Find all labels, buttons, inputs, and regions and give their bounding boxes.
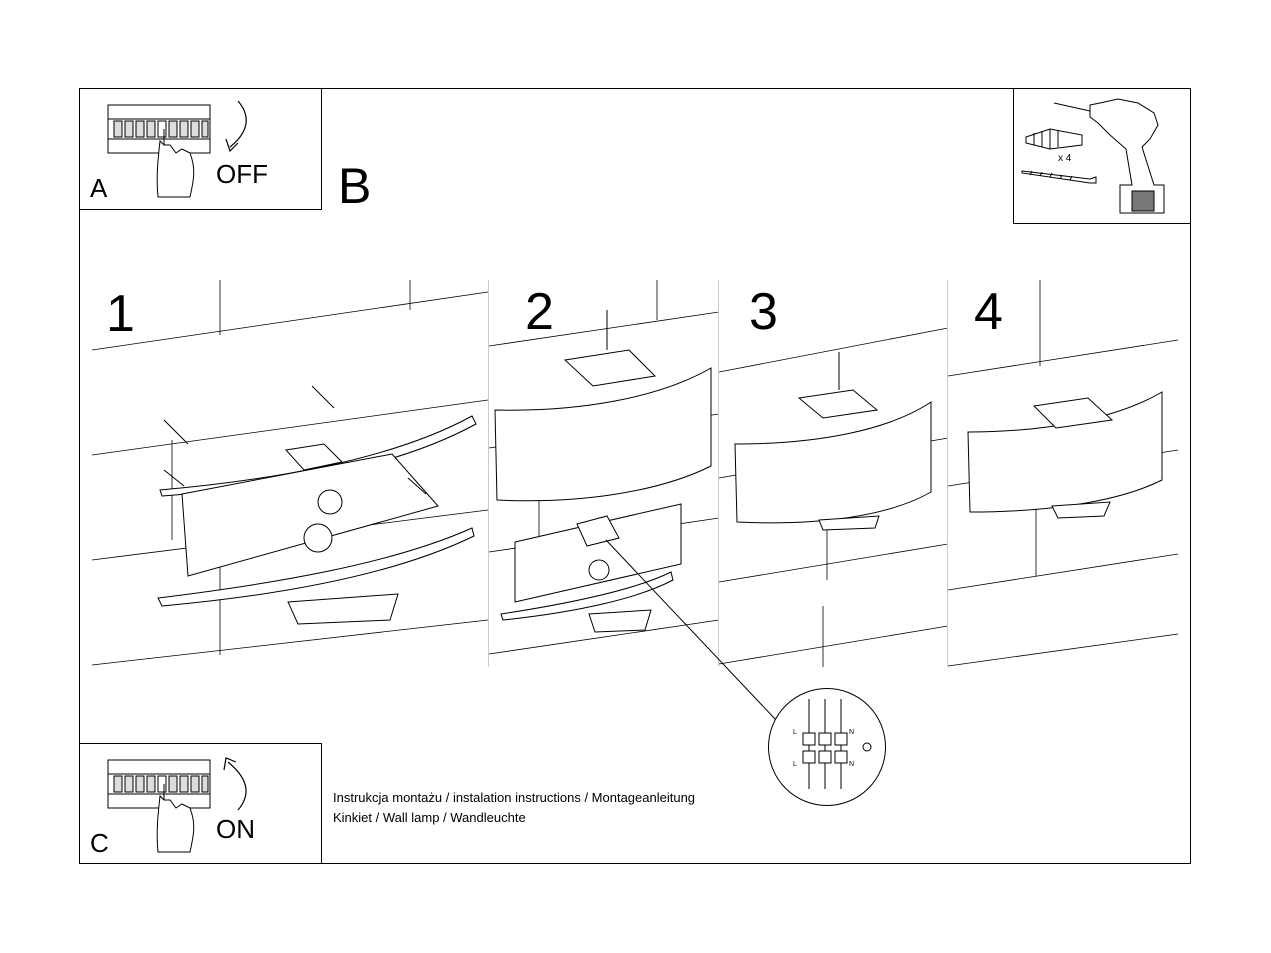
step-4-illustration: [948, 280, 1178, 667]
glass-shade: [734, 401, 932, 524]
top-cap: [1032, 397, 1114, 429]
off-label: OFF: [216, 159, 268, 189]
breaker-on-illustration: [107, 757, 247, 853]
drill-icon: [1053, 98, 1165, 214]
instructions-caption: Instrukcja montażu / instalation instruc…: [333, 788, 695, 828]
step-1-number: 1: [106, 285, 135, 343]
mounting-bracket: [285, 443, 344, 471]
fixings-quantity: x 4: [1058, 153, 1072, 164]
caption-line-2: Kinkiet / Wall lamp / Wandleuchte: [333, 810, 526, 825]
bulb-socket-1: [303, 523, 333, 553]
terminal-l-top: L: [793, 729, 797, 736]
breaker-off-illustration: [107, 100, 247, 198]
top-cap: [797, 389, 879, 419]
terminal-block-diagram: [802, 699, 872, 789]
step-2-number: 2: [525, 283, 554, 341]
bottom-cap: [287, 593, 399, 625]
step-3-number: 3: [749, 283, 778, 341]
on-label: ON: [216, 814, 255, 844]
instruction-sheet: [79, 88, 1191, 864]
bottom-cap: [1051, 501, 1111, 519]
wall-plug-icon: [1025, 128, 1083, 150]
breaker-switches: [113, 775, 209, 793]
mounting-plate: [181, 453, 439, 577]
wiring-detail: L L N N: [768, 688, 886, 806]
panel-c-power-on: C ON: [79, 743, 322, 864]
screws: [163, 385, 427, 495]
tools-box: x 4: [1013, 88, 1191, 224]
ceiling-bracket: [563, 349, 657, 387]
step-3-panel: 3: [718, 280, 948, 667]
lamp-holder: [576, 515, 620, 547]
step-2-illustration: [489, 280, 719, 655]
caption-line-1: Instrukcja montażu / instalation instruc…: [333, 790, 696, 805]
bulb-socket-2: [317, 489, 343, 515]
step-3-illustration: [719, 327, 948, 667]
screw-icon: [1021, 170, 1097, 184]
panel-a-power-off: A OFF: [79, 88, 322, 210]
ground-icon: [862, 742, 872, 752]
drill-and-fixings-illustration: [1021, 98, 1165, 214]
panel-c-letter: C: [90, 828, 109, 858]
step-4-panel: 4: [947, 280, 1178, 667]
terminal-n-bottom: N: [849, 761, 855, 768]
step-2-panel: 2: [488, 280, 719, 667]
step-1-illustration: [92, 280, 488, 666]
bottom-cap: [588, 609, 652, 633]
lower-glass-shade: [157, 527, 475, 607]
panel-b-letter: B: [338, 158, 372, 214]
step-1-panel: 1: [92, 280, 488, 667]
glass-shade: [494, 367, 712, 502]
breaker-switches: [113, 120, 209, 138]
step-4-number: 4: [974, 283, 1003, 341]
terminal-n-top: N: [849, 729, 855, 736]
glass-shade: [967, 391, 1163, 513]
panel-a-letter: A: [90, 173, 108, 203]
bulb-socket: [588, 559, 610, 581]
terminal-l-bottom: L: [793, 761, 797, 768]
bottom-cap: [818, 515, 880, 531]
